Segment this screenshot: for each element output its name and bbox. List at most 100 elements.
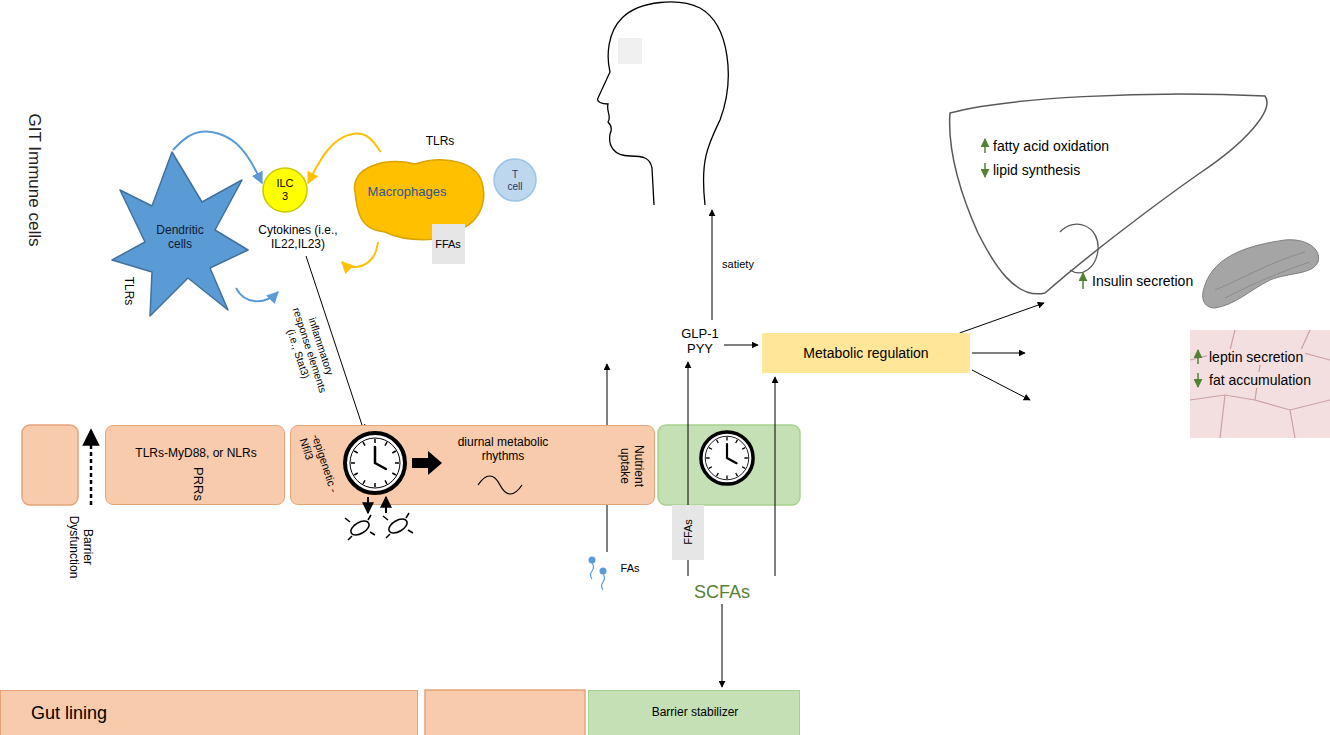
increase-arrow bbox=[1197, 350, 1199, 364]
hormone-arrow bbox=[724, 345, 758, 346]
adipose-tissue-image bbox=[1190, 330, 1330, 438]
cytokine-label: Cytokines (i.e., IL22,IL23) bbox=[253, 224, 343, 252]
adipose-cell-walls bbox=[1190, 330, 1330, 438]
receptor-label: TLRs bbox=[121, 277, 135, 306]
macrophage-cell: MacrophagesFFAs bbox=[345, 152, 487, 244]
fatty-acid-icon bbox=[589, 557, 607, 591]
signal-arc bbox=[236, 288, 278, 301]
liver-outline: fatty acid oxidation lipid synthesis bbox=[945, 88, 1275, 303]
text-frame: lipid synthesis bbox=[993, 162, 1080, 178]
text-frame: Gut lining bbox=[31, 703, 107, 724]
node-outline bbox=[494, 159, 536, 201]
barrier-box: Barrier stabilizer bbox=[588, 690, 800, 735]
node-text: Macrophages bbox=[368, 185, 447, 200]
text-frame: Macrophages bbox=[368, 185, 447, 200]
face-patch bbox=[618, 38, 642, 64]
text-frame: satiety bbox=[722, 258, 754, 271]
barrier-label: Barrier Dysfunction bbox=[66, 516, 94, 579]
text-frame: Barrier stabilizer bbox=[652, 706, 739, 720]
pancreas-drawing bbox=[1203, 240, 1319, 308]
regulation-box: Metabolic regulation bbox=[762, 333, 970, 373]
effect-label: satiety bbox=[722, 258, 754, 271]
node-text: lipid synthesis bbox=[993, 162, 1080, 178]
text-frame: diurnal metabolic rhythms bbox=[448, 436, 558, 464]
node-text: diurnal metabolic rhythms bbox=[448, 436, 558, 464]
text-frame: Barrier Dysfunction bbox=[66, 516, 94, 579]
sine-wave bbox=[478, 476, 522, 494]
receptor-label: TLRs bbox=[426, 135, 455, 149]
text-frame: PRRs bbox=[191, 467, 206, 501]
barrier-dysfunction-arrow bbox=[90, 430, 93, 505]
node-text: -epigenetic -Nfil3 bbox=[297, 433, 340, 500]
node-text: FFAs bbox=[435, 238, 461, 251]
node-text: T cell bbox=[508, 169, 523, 192]
text-frame: SCFAs bbox=[694, 582, 750, 603]
text-frame: GIT Immune cells bbox=[24, 114, 44, 247]
pathway-label: inflammatory response elements (i.e., St… bbox=[277, 294, 344, 405]
text-frame: TLRs bbox=[121, 277, 135, 306]
ffa-box: FFAs bbox=[432, 224, 465, 264]
clock-band-box: -epigenetic -Nfil3 diurnal metabolic rhyt… bbox=[290, 425, 655, 505]
nutrient-label: FAs bbox=[621, 562, 640, 575]
text-frame: FFAs bbox=[435, 238, 461, 251]
section-title: GIT Immune cells bbox=[24, 114, 44, 247]
clock-symbol bbox=[701, 432, 753, 484]
text-frame: Cytokines (i.e., IL22,IL23) bbox=[253, 224, 343, 252]
pancreas-arrow bbox=[972, 353, 1025, 354]
text-frame: FFAs bbox=[682, 519, 695, 545]
lining-segment bbox=[425, 690, 585, 735]
node-text: fatty acid oxidation bbox=[993, 138, 1109, 154]
text-frame: FAs bbox=[621, 562, 640, 575]
node-outline bbox=[263, 168, 307, 212]
head-outline bbox=[598, 2, 729, 205]
ilc3-cell: ILC 3 bbox=[262, 167, 308, 213]
text-frame: leptin secretion bbox=[1207, 349, 1305, 365]
clock-bacteria-arrow bbox=[385, 497, 387, 513]
text-frame: TLRs bbox=[426, 135, 455, 149]
node-text: ILC 3 bbox=[276, 177, 293, 202]
text-frame: GLP-1 PYY bbox=[678, 327, 723, 357]
node-text: PRRs bbox=[191, 467, 206, 501]
text-frame: fatty acid oxidation bbox=[993, 138, 1109, 154]
node-text: Dendritic cells bbox=[156, 224, 203, 252]
effect-label: fat accumulation bbox=[1207, 372, 1313, 388]
text-frame: TLRs-MyD88, or NLRs bbox=[135, 447, 256, 461]
decrease-arrow bbox=[984, 163, 986, 177]
bacteria-icon bbox=[345, 513, 413, 540]
effect-label: leptin secretion bbox=[1207, 349, 1305, 365]
node-text: TLRs-MyD88, or NLRs bbox=[135, 447, 256, 461]
band-segment bbox=[22, 425, 78, 505]
increase-arrow bbox=[1082, 273, 1084, 289]
signal-arc bbox=[342, 242, 378, 267]
text-frame: Metabolic regulation bbox=[803, 345, 928, 361]
effect-label: Insulin secretion bbox=[1092, 273, 1193, 289]
node-text: Nutrient uptake bbox=[617, 445, 645, 487]
ffa-box: FFAs bbox=[672, 505, 704, 560]
pancreas-texture bbox=[1215, 252, 1310, 298]
scfa-label: SCFAs bbox=[694, 582, 750, 603]
text-frame: fat accumulation bbox=[1207, 372, 1313, 388]
band-segment-green bbox=[658, 425, 800, 505]
node-text: Gut lining bbox=[31, 703, 107, 724]
gallbladder bbox=[1060, 224, 1098, 273]
text-frame: T cell bbox=[508, 169, 523, 192]
text-frame: -epigenetic -Nfil3 bbox=[297, 433, 340, 500]
text-frame: Nutrient uptake bbox=[617, 445, 645, 487]
text-frame: Dendritic cells bbox=[156, 224, 203, 252]
adipose-arrow bbox=[972, 370, 1030, 400]
increase-arrow bbox=[984, 139, 986, 153]
text-frame: inflammatory response elements (i.e., St… bbox=[277, 294, 344, 405]
scfa-arrow bbox=[775, 377, 776, 576]
gut-lining-box: Gut lining bbox=[0, 690, 418, 735]
connector-arrow bbox=[960, 303, 1044, 333]
node-shape bbox=[945, 88, 1275, 303]
prr-band-box: TLRs-MyD88, or NLRsPRRs bbox=[105, 425, 285, 505]
node-text: FFAs bbox=[682, 519, 695, 545]
block-arrow bbox=[412, 451, 442, 475]
hormone-label: GLP-1 PYY bbox=[678, 327, 723, 357]
clock-symbol bbox=[345, 433, 405, 493]
